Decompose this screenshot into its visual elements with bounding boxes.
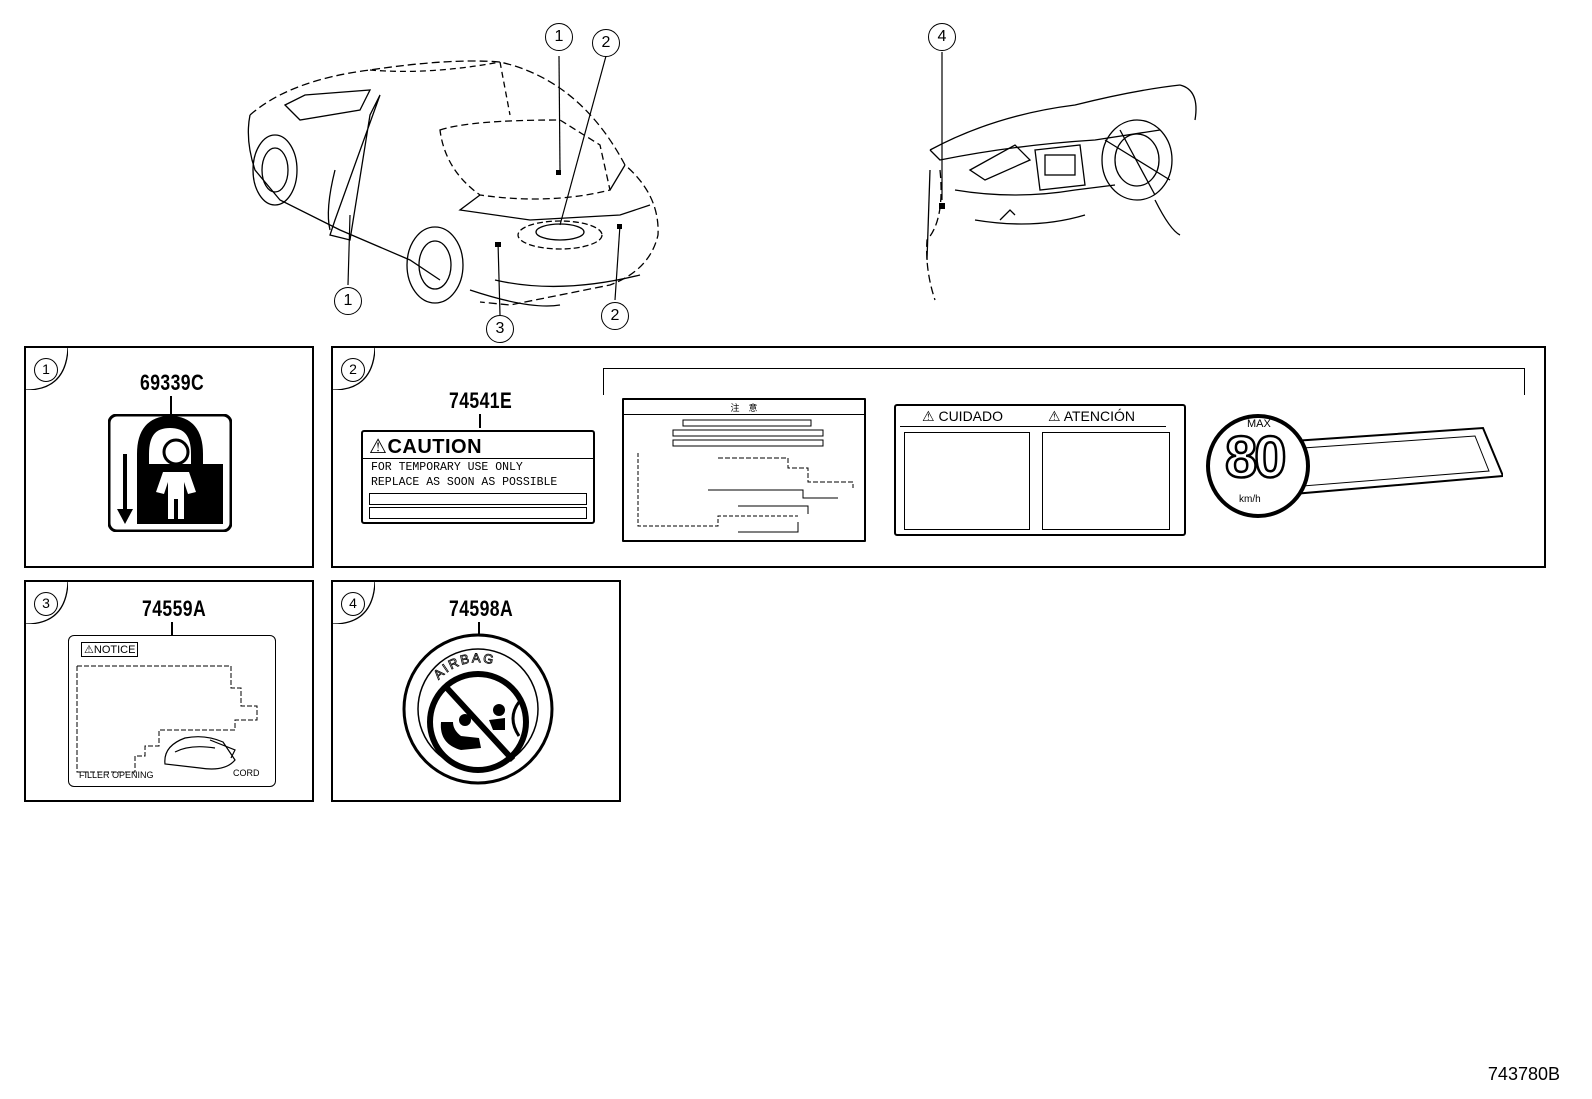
caution-blank-row xyxy=(369,507,587,519)
panel-number-tab xyxy=(333,348,375,390)
panel-2-number: 2 xyxy=(341,358,365,382)
leader-line xyxy=(171,622,173,636)
speed-max-label: MAX xyxy=(1247,418,1271,430)
cuidado-label: CUIDADO xyxy=(938,408,1004,424)
callout-car-1-top: 1 xyxy=(545,23,573,51)
caution-divider xyxy=(363,458,593,459)
panel-number-tab xyxy=(26,582,68,624)
japanese-label-title: 注 意 xyxy=(730,403,758,413)
spanish-right-header: ⚠ ATENCIÓN xyxy=(1048,408,1135,425)
warning-triangle-icon: ⚠ xyxy=(1048,408,1061,424)
panel-1-part-number: 69339C xyxy=(140,370,205,395)
airbag-warning-icon: AIRBAG xyxy=(402,633,554,785)
callout-dash-4: 4 xyxy=(928,23,956,51)
spanish-left-header: ⚠ CUIDADO xyxy=(922,408,1003,425)
speed-unit: km/h xyxy=(1239,494,1261,505)
warning-triangle-icon: ⚠ xyxy=(369,436,388,458)
dashboard-illustration xyxy=(926,52,1197,301)
drawing-code: 743780B xyxy=(1487,1064,1560,1084)
callout-car-2-bottom: 2 xyxy=(601,302,629,330)
atencion-label: ATENCIÓN xyxy=(1063,408,1135,424)
car-rear-illustration xyxy=(247,55,659,316)
japanese-label: 注 意 xyxy=(622,398,866,542)
child-lock-icon xyxy=(108,414,232,532)
panel-4-number: 4 xyxy=(341,592,365,616)
leader-line xyxy=(170,396,172,414)
panel-2-part-number: 74541E xyxy=(449,388,513,413)
notice-cord-caption: CORD xyxy=(233,768,260,778)
spanish-label: ⚠ CUIDADO ⚠ ATENCIÓN xyxy=(894,404,1186,536)
warning-triangle-icon: ⚠ xyxy=(922,408,935,424)
notice-filler-caption: FILLER OPENING xyxy=(79,770,154,780)
warning-triangle-icon: ⚠ xyxy=(84,644,94,656)
panel-number-tab xyxy=(26,348,68,390)
callout-car-2-top: 2 xyxy=(592,29,620,57)
notice-header: ⚠NOTICE xyxy=(81,642,139,657)
callout-car-3: 3 xyxy=(486,315,514,343)
speed-value: 80 xyxy=(1224,424,1288,492)
caution-line-1: FOR TEMPORARY USE ONLY xyxy=(371,461,523,474)
japanese-text-placeholder xyxy=(637,419,854,533)
callout-car-1-bottom: 1 xyxy=(334,287,362,315)
caution-line-2: REPLACE AS SOON AS POSSIBLE xyxy=(371,476,558,489)
caution-label: ⚠CAUTION FOR TEMPORARY USE ONLY REPLACE … xyxy=(361,430,595,524)
panel-2: 2 74541E ⚠CAUTION FOR TEMPORARY USE ONLY… xyxy=(331,346,1546,568)
panel-1: 1 69339C xyxy=(24,346,314,568)
spanish-right-box xyxy=(1042,432,1170,530)
spanish-left-box xyxy=(904,432,1030,530)
leader-line xyxy=(479,414,481,428)
notice-title: NOTICE xyxy=(93,644,136,656)
caution-blank-row xyxy=(369,493,587,505)
group-bracket xyxy=(603,368,1525,395)
panel-4-part-number: 74598A xyxy=(449,596,514,621)
panel-number-tab xyxy=(333,582,375,624)
panel-1-number: 1 xyxy=(34,358,58,382)
leader-line xyxy=(478,622,480,634)
caution-title: CAUTION xyxy=(387,436,483,458)
speed-limit-label xyxy=(1206,414,1503,518)
notice-label: ⚠NOTICE FILLER OPENING CORD xyxy=(68,635,276,787)
notice-text-placeholder xyxy=(76,665,258,773)
panel-3-number: 3 xyxy=(34,592,58,616)
japanese-label-divider xyxy=(624,414,864,415)
spanish-header-divider xyxy=(900,426,1166,427)
caution-header: ⚠CAUTION xyxy=(369,434,482,459)
panel-3-part-number: 74559A xyxy=(142,596,207,621)
panel-3: 3 74559A ⚠NOTICE FILLER OPENING CORD xyxy=(24,580,314,802)
panel-4: 4 74598A AIRBAG xyxy=(331,580,621,802)
